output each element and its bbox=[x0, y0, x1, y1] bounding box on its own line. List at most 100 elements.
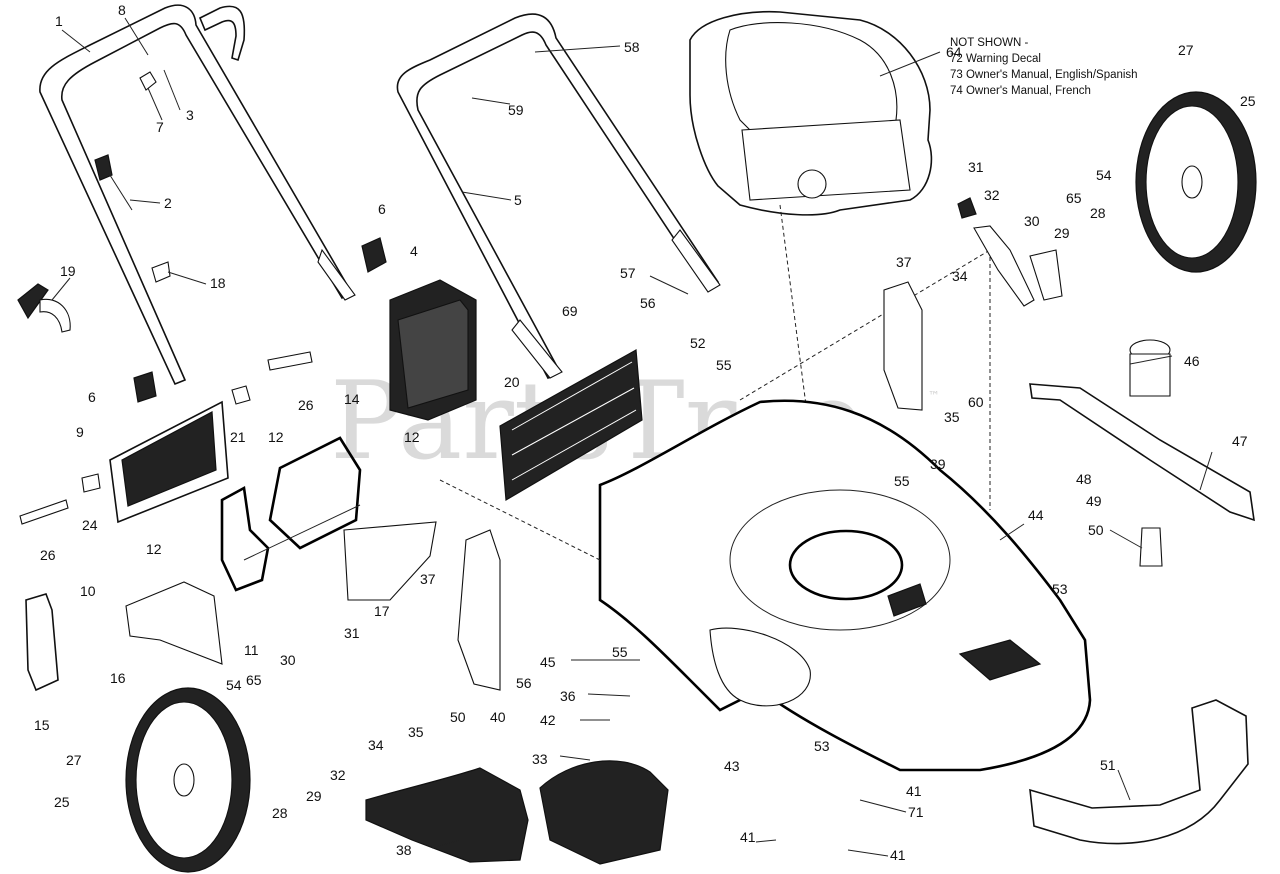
callout-label: 54 bbox=[226, 677, 242, 693]
callout-label: 48 bbox=[1076, 471, 1092, 487]
callout-label: 19 bbox=[60, 263, 76, 279]
callout-label: 57 bbox=[620, 265, 636, 281]
callout-label: 46 bbox=[1184, 353, 1200, 369]
note-line: 74 Owner's Manual, French bbox=[950, 85, 1091, 97]
callout-label: 64 bbox=[946, 44, 962, 60]
callout-label: 35 bbox=[944, 409, 960, 425]
callout-label: 65 bbox=[246, 672, 262, 688]
callout-label: 15 bbox=[34, 717, 50, 733]
callout-label: 56 bbox=[640, 295, 656, 311]
callout-label: 30 bbox=[280, 652, 296, 668]
callout-label: 50 bbox=[450, 709, 466, 725]
callout-label: 38 bbox=[396, 842, 412, 858]
callout-label: 21 bbox=[230, 429, 246, 445]
callout-label: 1 bbox=[55, 13, 63, 29]
callout-label: 4 bbox=[410, 243, 418, 259]
upper-handle bbox=[39, 4, 356, 386]
callout-label: 53 bbox=[1052, 581, 1068, 597]
callout-label: 51 bbox=[1100, 757, 1116, 773]
callout-labels: 1 8 3 7 2 19 18 6 6 26 21 9 24 26 12 12 … bbox=[34, 2, 1256, 863]
callout-label: 42 bbox=[540, 712, 556, 728]
callout-label: 29 bbox=[1054, 225, 1070, 241]
callout-label: 32 bbox=[330, 767, 346, 783]
not-shown-note: NOT SHOWN - 72 Warning Decal 73 Owner's … bbox=[950, 37, 1138, 97]
callout-label: 32 bbox=[984, 187, 1000, 203]
callout-label: 10 bbox=[80, 583, 96, 599]
callout-label: 16 bbox=[110, 670, 126, 686]
callout-label: 28 bbox=[1090, 205, 1106, 221]
lower-handle bbox=[396, 13, 721, 380]
bag-frame-parts bbox=[109, 279, 643, 524]
callout-label: 39 bbox=[930, 456, 946, 472]
callout-label: 35 bbox=[408, 724, 424, 740]
callout-label: 24 bbox=[82, 517, 98, 533]
callout-label: 55 bbox=[894, 473, 910, 489]
callout-label: 31 bbox=[344, 625, 360, 641]
callout-label: 56 bbox=[516, 675, 532, 691]
callout-label: 37 bbox=[896, 254, 912, 270]
handle-hardware bbox=[17, 71, 387, 525]
callout-label: 12 bbox=[146, 541, 162, 557]
callout-label: 41 bbox=[906, 783, 922, 799]
callout-label: 52 bbox=[690, 335, 706, 351]
callout-label: 58 bbox=[624, 39, 640, 55]
callout-label: 37 bbox=[420, 571, 436, 587]
left-bracket-parts bbox=[25, 529, 501, 692]
engine bbox=[689, 10, 933, 591]
callout-label: 9 bbox=[76, 424, 84, 440]
callout-label: 41 bbox=[740, 829, 756, 845]
note-line: 72 Warning Decal bbox=[950, 53, 1041, 65]
callout-label: 28 bbox=[272, 805, 288, 821]
callout-label: 47 bbox=[1232, 433, 1248, 449]
callout-label: 59 bbox=[508, 102, 524, 118]
callout-label: 60 bbox=[968, 394, 984, 410]
callout-label: 26 bbox=[298, 397, 314, 413]
callout-label: 25 bbox=[1240, 93, 1256, 109]
callout-label: 71 bbox=[908, 804, 924, 820]
callout-label: 6 bbox=[88, 389, 96, 405]
height-brackets bbox=[220, 436, 437, 601]
callout-label: 8 bbox=[118, 2, 126, 18]
callout-label: 69 bbox=[562, 303, 578, 319]
callout-label: 12 bbox=[404, 429, 420, 445]
callout-label: 43 bbox=[724, 758, 740, 774]
callout-label: 11 bbox=[244, 642, 259, 658]
callout-label: 41 bbox=[890, 847, 906, 863]
callout-label: 53 bbox=[814, 738, 830, 754]
callout-label: 27 bbox=[66, 752, 82, 768]
callout-label: 5 bbox=[514, 192, 522, 208]
callout-label: 54 bbox=[1096, 167, 1112, 183]
callout-label: 6 bbox=[378, 201, 386, 217]
note-line: 73 Owner's Manual, English/Spanish bbox=[950, 69, 1138, 81]
callout-label: 17 bbox=[374, 603, 390, 619]
callout-label: 40 bbox=[490, 709, 506, 725]
callout-label: 65 bbox=[1066, 190, 1082, 206]
callout-label: 29 bbox=[306, 788, 322, 804]
callout-label: 7 bbox=[156, 119, 164, 135]
callout-label: 18 bbox=[210, 275, 226, 291]
callout-label: 30 bbox=[1024, 213, 1040, 229]
mower-deck bbox=[439, 249, 1092, 772]
rear-parts bbox=[365, 699, 1249, 865]
callout-label: 20 bbox=[504, 374, 520, 390]
wheels bbox=[125, 91, 1257, 873]
callout-label: 33 bbox=[532, 751, 548, 767]
right-bracket-parts bbox=[883, 197, 1063, 411]
callout-label: 55 bbox=[716, 357, 732, 373]
callout-label: 3 bbox=[186, 107, 194, 123]
note-heading: NOT SHOWN - bbox=[950, 37, 1029, 49]
callout-label: 44 bbox=[1028, 507, 1044, 523]
callout-label: 27 bbox=[1178, 42, 1194, 58]
callout-label: 50 bbox=[1088, 522, 1104, 538]
callout-label: 12 bbox=[268, 429, 284, 445]
callout-label: 34 bbox=[952, 268, 968, 284]
callout-label: 55 bbox=[612, 644, 628, 660]
callout-label: 34 bbox=[368, 737, 384, 753]
blade-assembly bbox=[1029, 339, 1255, 567]
callout-label: 45 bbox=[540, 654, 556, 670]
callout-label: 2 bbox=[164, 195, 172, 211]
callout-label: 25 bbox=[54, 794, 70, 810]
callout-label: 14 bbox=[344, 391, 360, 407]
callout-label: 36 bbox=[560, 688, 576, 704]
callout-label: 49 bbox=[1086, 493, 1102, 509]
